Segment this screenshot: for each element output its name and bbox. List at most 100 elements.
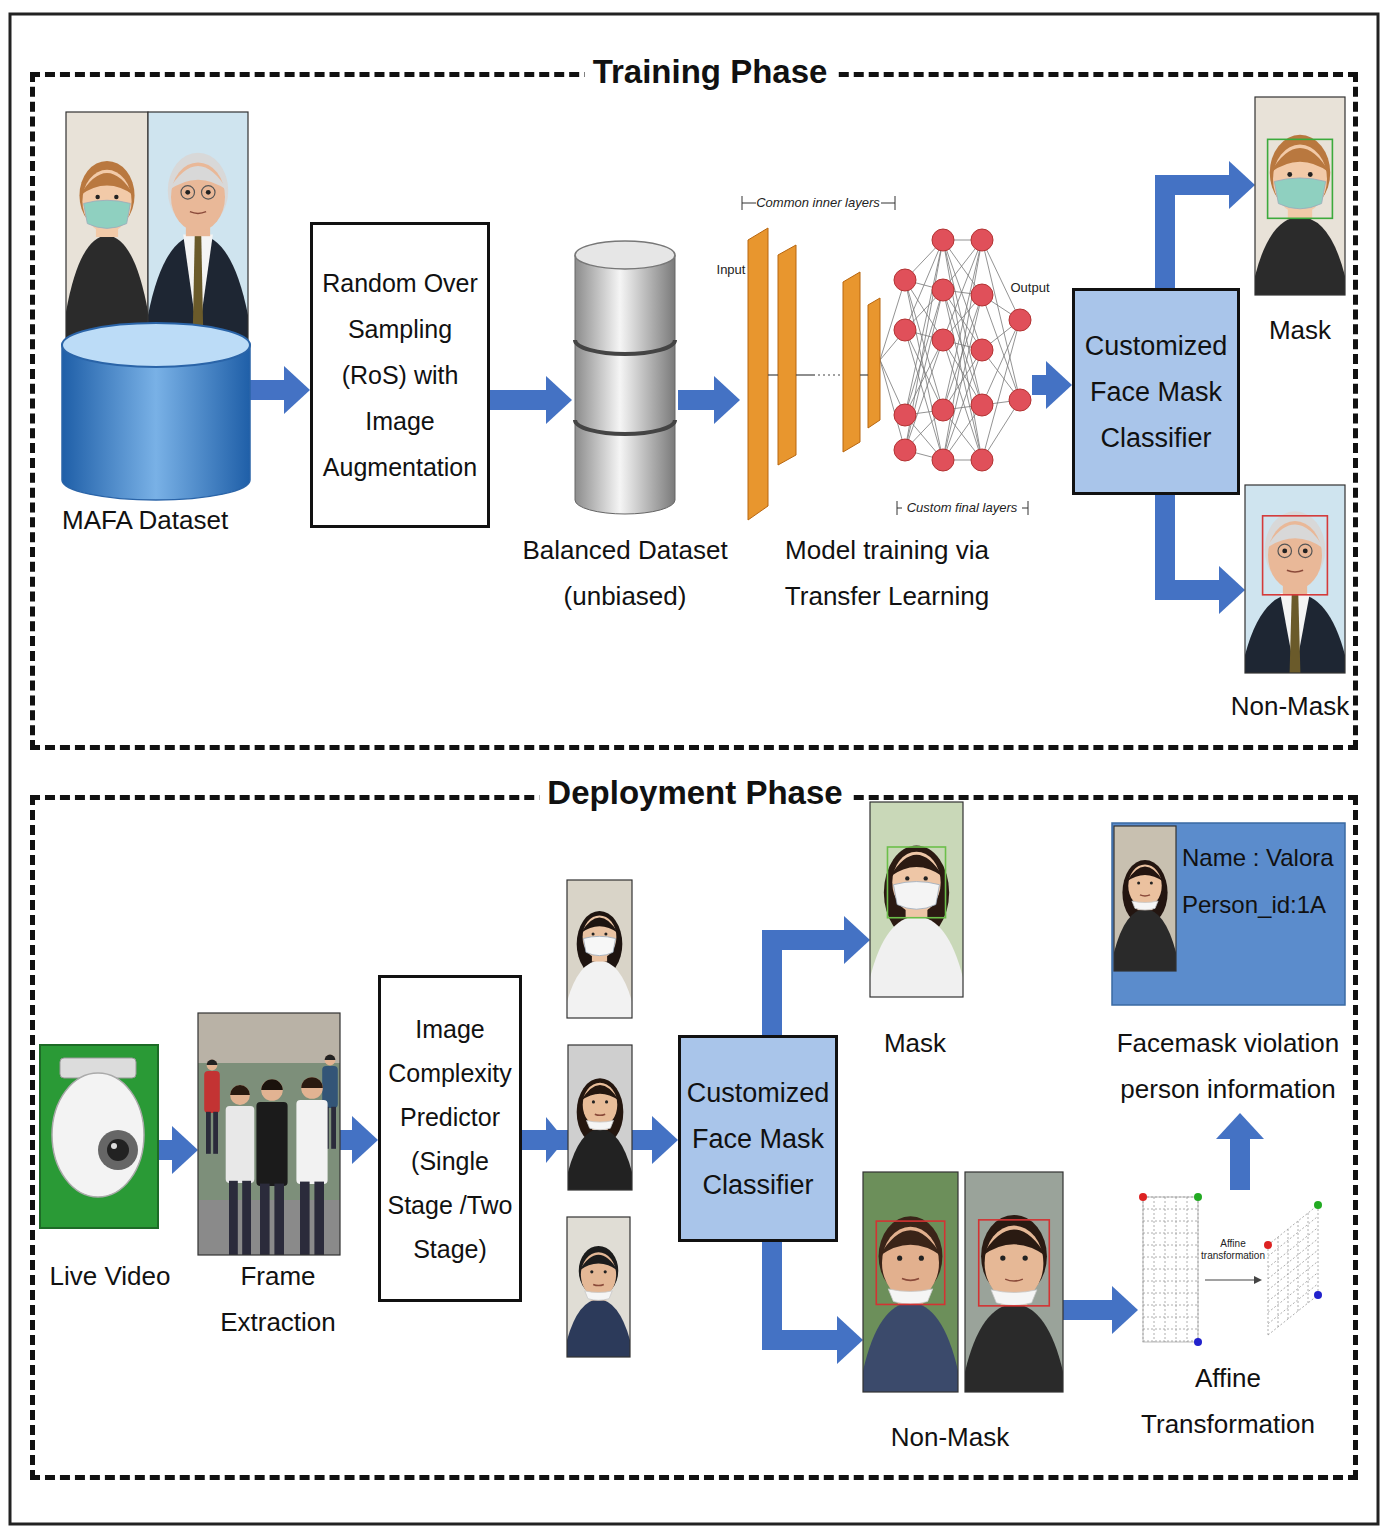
figure-part bbox=[568, 1045, 632, 1190]
photo-output: Non-Mask bbox=[1245, 485, 1345, 673]
face-photo bbox=[1250, 97, 1350, 300]
figure-part bbox=[943, 295, 982, 460]
figure-part bbox=[111, 1143, 117, 1149]
figure-part bbox=[971, 284, 993, 306]
face-photo bbox=[61, 112, 153, 345]
node-label: Frame Extraction bbox=[198, 1253, 358, 1345]
figure-part bbox=[1268, 1261, 1318, 1301]
node-label: Live Video bbox=[30, 1253, 190, 1299]
face-photo bbox=[563, 1045, 637, 1195]
flow-arrow bbox=[158, 1140, 172, 1160]
figure-part bbox=[1280, 593, 1310, 673]
figure-part bbox=[843, 272, 860, 452]
figure-part bbox=[1023, 1255, 1028, 1260]
info-card: Name : ValoraPerson_id:1AFacemask violat… bbox=[1112, 823, 1345, 1113]
figure-part bbox=[796, 374, 815, 375]
figure-part bbox=[114, 195, 118, 199]
figure-part bbox=[965, 1172, 1063, 1392]
figure-label: Output bbox=[1008, 280, 1052, 296]
figure-part bbox=[932, 279, 954, 301]
figure-part bbox=[229, 1181, 238, 1255]
flow-arrow bbox=[490, 390, 546, 410]
node-label: Person_id:1A bbox=[1182, 882, 1342, 928]
figure-part bbox=[204, 1071, 220, 1113]
classifier-box: Customized Face Mask Classifier bbox=[1072, 288, 1240, 495]
figure-part bbox=[1187, 1197, 1188, 1342]
photo-output: Mask bbox=[870, 802, 963, 997]
photo-output: Non-Mask bbox=[863, 1172, 1063, 1392]
process-box: Random Over Sampling (RoS) with Image Au… bbox=[310, 222, 490, 528]
figure-part bbox=[583, 936, 615, 955]
figure-part bbox=[226, 1106, 255, 1183]
figure-part bbox=[748, 228, 768, 520]
figure-part bbox=[595, 1114, 605, 1115]
transform-figure: Affine Transformation bbox=[1138, 1190, 1328, 1347]
figure-part bbox=[1287, 172, 1292, 177]
figure-part bbox=[991, 1290, 1037, 1306]
arrow-head bbox=[546, 1117, 565, 1163]
face-photo bbox=[858, 1172, 963, 1397]
phase-panel: Live VideoFrame ExtractionImage Complexi… bbox=[30, 795, 1358, 1480]
figure-part bbox=[1143, 1209, 1198, 1210]
figure-part bbox=[148, 112, 248, 340]
figure-part bbox=[198, 1013, 340, 1255]
figure-part bbox=[242, 1181, 251, 1255]
figure-part bbox=[932, 399, 954, 421]
figure-part bbox=[256, 1102, 287, 1186]
figure-part bbox=[1009, 389, 1031, 411]
figure-part bbox=[202, 186, 216, 200]
face-photo bbox=[865, 802, 968, 1002]
face-photo bbox=[562, 880, 637, 1023]
network-figure bbox=[748, 228, 1031, 520]
node-label: Non-Mask bbox=[850, 1414, 1050, 1460]
figure-part bbox=[932, 229, 954, 251]
face-photo bbox=[1240, 485, 1350, 678]
figure-part bbox=[971, 449, 993, 471]
figure-part bbox=[1274, 178, 1325, 209]
figure-part bbox=[1143, 1257, 1198, 1258]
figure-part bbox=[206, 190, 211, 195]
figure-part bbox=[1143, 1317, 1198, 1318]
figure-part bbox=[1268, 139, 1333, 218]
figure-part bbox=[301, 1077, 323, 1088]
layer-bracket bbox=[742, 196, 1028, 515]
figure-part bbox=[1268, 1205, 1318, 1245]
figure-part bbox=[1009, 309, 1031, 331]
flow-arrow bbox=[678, 390, 714, 410]
figure-part bbox=[567, 880, 632, 1018]
figure-part bbox=[1308, 1213, 1309, 1303]
figure-part bbox=[1140, 895, 1150, 896]
node-label: Name : Valora bbox=[1182, 835, 1342, 881]
figure-part bbox=[581, 1085, 619, 1101]
database-cylinder bbox=[62, 323, 250, 500]
figure-part bbox=[84, 200, 131, 228]
flow-arrow bbox=[1063, 1300, 1112, 1320]
face-photo bbox=[960, 1172, 1068, 1397]
figure-label: Custom final layers bbox=[902, 500, 1022, 516]
camera-icon: Live Video bbox=[40, 1045, 158, 1228]
node-label: Mask bbox=[1235, 307, 1365, 353]
figure-part bbox=[1255, 97, 1345, 295]
figure-part bbox=[1143, 1329, 1198, 1330]
figure-part bbox=[604, 933, 607, 936]
node-label: Facemask violation person information bbox=[1108, 1020, 1348, 1112]
figure-part bbox=[870, 802, 963, 997]
street-photo bbox=[198, 1013, 340, 1268]
figure-part bbox=[971, 394, 993, 416]
figure-part bbox=[1299, 544, 1313, 558]
figure-part bbox=[261, 1079, 283, 1101]
flow-arrow bbox=[1032, 375, 1046, 395]
figure-part bbox=[1282, 548, 1287, 553]
figure-part bbox=[979, 1220, 1050, 1306]
figure-part bbox=[1268, 1228, 1318, 1268]
figure-part bbox=[887, 847, 945, 918]
figure-part bbox=[575, 420, 675, 434]
figure-part bbox=[604, 1270, 607, 1273]
figure-part bbox=[107, 1139, 129, 1161]
figure-part bbox=[1194, 1338, 1202, 1346]
figure-part bbox=[1268, 1284, 1318, 1324]
figure-part bbox=[66, 112, 148, 340]
flow-arrow bbox=[1165, 185, 1229, 288]
figure-part bbox=[98, 1130, 138, 1170]
figure-part bbox=[1028, 501, 1029, 515]
